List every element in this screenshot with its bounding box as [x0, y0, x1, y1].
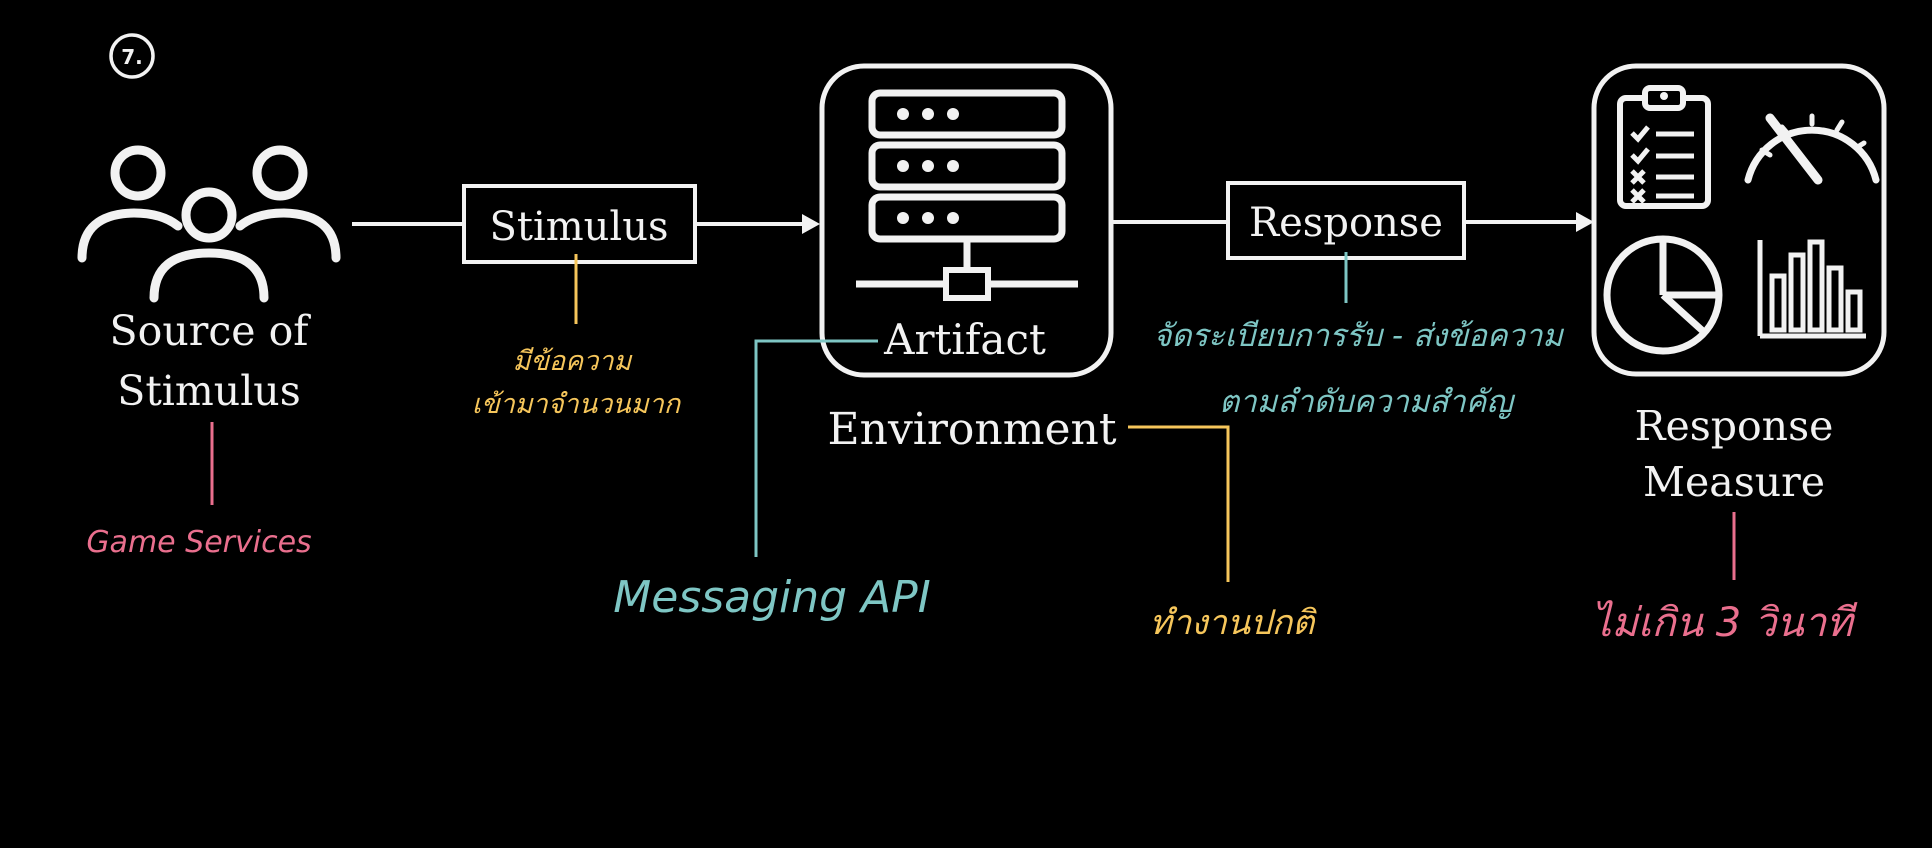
clipboard-checklist-icon	[1617, 85, 1711, 209]
response-measure-label-line1: Response	[1635, 402, 1834, 450]
annotation-response-line1: จัดระเบียบการรับ - ส่งข้อความ	[1153, 318, 1564, 354]
source-of-stimulus-label-line2: Stimulus	[117, 367, 301, 415]
response-label: Response	[1249, 200, 1443, 246]
stimulus-label: Stimulus	[489, 204, 668, 250]
response-measure-box	[1591, 63, 1887, 377]
environment-label: Environment	[827, 404, 1116, 455]
annotation-environment: ทำงานปกติ	[1150, 603, 1318, 643]
annotation-line-artifact	[754, 339, 878, 557]
arrowhead-measure	[1576, 212, 1594, 232]
people-group-icon	[77, 145, 341, 303]
annotation-measure: ไม่เกิน 3 วินาที	[1591, 600, 1857, 646]
annotation-stimulus-line1: มีข้อความ	[513, 346, 633, 377]
annotation-line-environment	[1128, 425, 1230, 582]
response-box: Response	[1226, 181, 1466, 260]
annotation-stimulus-line2: เข้ามาจำนวนมาก	[472, 389, 682, 420]
pie-chart-icon	[1603, 235, 1723, 355]
server-rack-icon	[856, 89, 1078, 301]
source-of-stimulus-label-line1: Source of	[110, 307, 312, 355]
gauge-icon	[1744, 113, 1880, 185]
step-number-badge: 7.	[109, 33, 155, 79]
response-measure-label-line2: Measure	[1643, 458, 1825, 506]
bar-chart-icon	[1757, 239, 1866, 339]
arrowhead-artifact	[802, 214, 820, 234]
annotation-source: Game Services	[86, 525, 311, 560]
stimulus-box: Stimulus	[462, 184, 697, 264]
artifact-label: Artifact	[883, 315, 1046, 364]
step-number: 7.	[121, 45, 143, 69]
annotation-artifact: Messaging API	[613, 572, 930, 623]
annotation-response-line2: ตามลำดับความสำคัญ	[1219, 384, 1515, 420]
